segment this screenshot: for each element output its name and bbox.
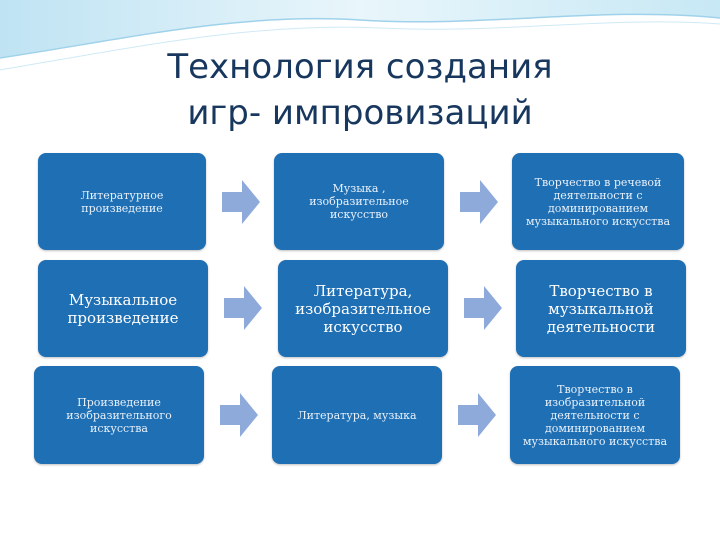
row3-method-box: Литература, музыка: [272, 366, 442, 464]
title-line-2: игр- импровизаций: [187, 93, 533, 133]
row3-source-label: Произведение изобразительного искусства: [66, 395, 172, 435]
header-wave-decoration: [0, 0, 720, 71]
row1-method-label: Музыка , изобразительное искусство: [309, 182, 409, 221]
row2-source-box: Музыкальное произведение: [38, 260, 208, 357]
row2-result-label: Творчество в музыкальной деятельности: [546, 281, 656, 336]
row2-method-label: Литература, изобразительное искусство: [295, 281, 431, 336]
row2-arrow-2-icon: [464, 286, 502, 330]
row2-method-box: Литература, изобразительное искусство: [278, 260, 448, 357]
row1-result-box: Творчество в речевой деятельности с доми…: [512, 153, 684, 250]
row3-arrow-2-icon: [458, 393, 496, 437]
row3-result-label: Творчество в изобразительной деятельност…: [522, 382, 668, 448]
row1-source-label: Литературное произведение: [80, 188, 164, 215]
row2-arrow-1-icon: [224, 286, 262, 330]
row1-source-box: Литературное произведение: [38, 153, 206, 250]
row3-arrow-1-icon: [220, 393, 258, 437]
row1-arrow-1-icon: [222, 180, 260, 224]
row3-method-label: Литература, музыка: [297, 408, 417, 422]
row2-source-label: Музыкальное произведение: [67, 290, 179, 327]
row3-result-box: Творчество в изобразительной деятельност…: [510, 366, 680, 464]
page-title: Технология создания игр- импровизаций: [0, 44, 720, 136]
row2-result-box: Творчество в музыкальной деятельности: [516, 260, 686, 357]
row1-result-label: Творчество в речевой деятельности с доми…: [525, 175, 671, 228]
row1-arrow-2-icon: [460, 180, 498, 224]
row1-method-box: Музыка , изобразительное искусство: [274, 153, 444, 250]
row3-source-box: Произведение изобразительного искусства: [34, 366, 204, 464]
title-line-1: Технология создания: [167, 47, 553, 87]
